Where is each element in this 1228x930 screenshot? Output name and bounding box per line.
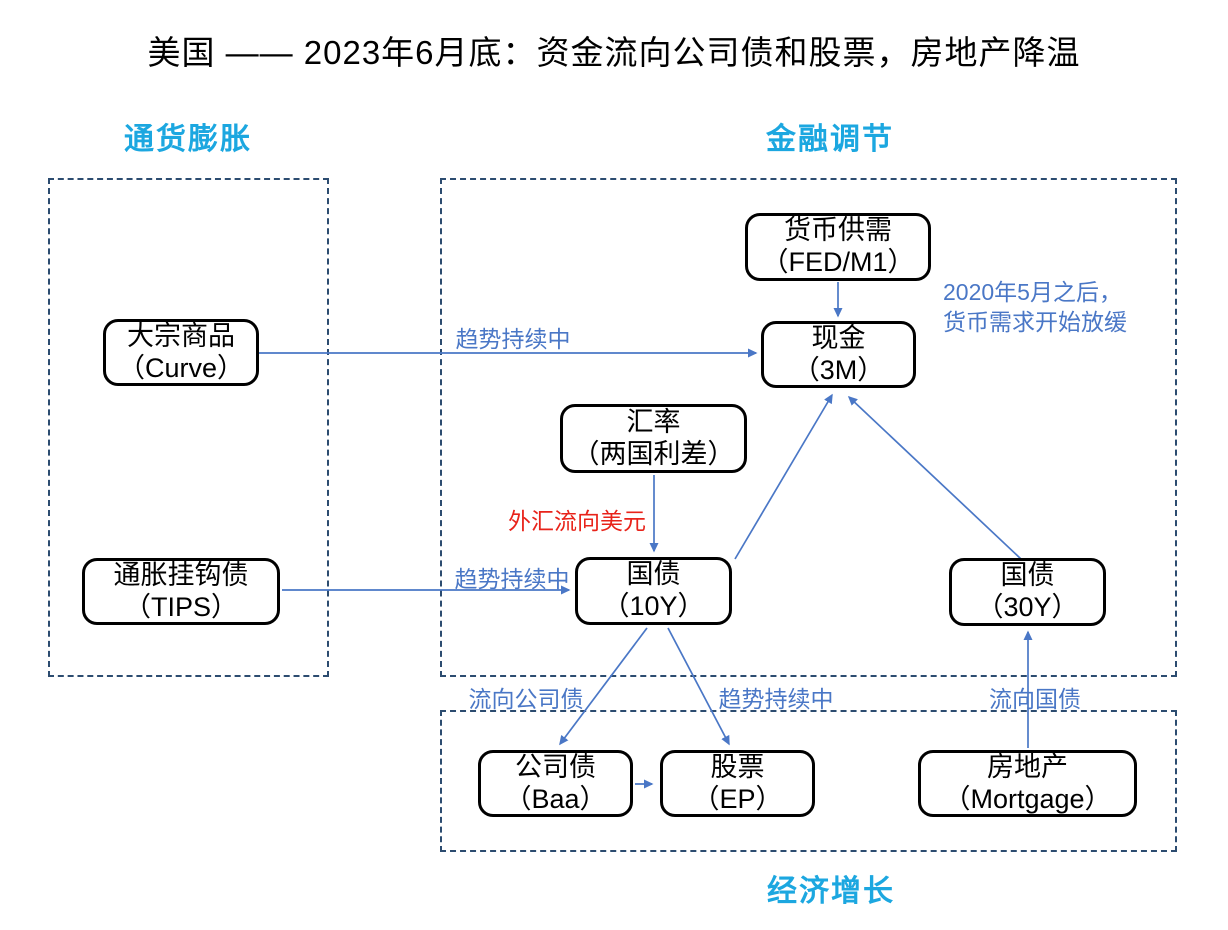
section-label-financial: 金融调节 bbox=[766, 123, 894, 156]
arrow-bond10y-to-corpbond bbox=[559, 627, 648, 746]
node-fx-rate-line2: （两国利差） bbox=[572, 438, 735, 469]
section-box-inflation bbox=[48, 178, 329, 677]
node-stocks-line2: （EP） bbox=[692, 783, 783, 814]
label-to-corp-bond: 流向公司债 bbox=[468, 686, 584, 712]
node-real-estate-line1: 房地产 bbox=[987, 751, 1068, 782]
node-corp-bond-line2: （Baa） bbox=[504, 783, 607, 814]
node-bond-30y: 国债 （30Y） bbox=[949, 558, 1106, 626]
node-tips: 通胀挂钩债 （TIPS） bbox=[82, 558, 280, 625]
node-commodities: 大宗商品 （Curve） bbox=[103, 319, 259, 386]
node-commodities-line1: 大宗商品 bbox=[127, 320, 235, 351]
arrow-bond10y-to-stocks bbox=[667, 627, 730, 746]
node-fx-rate-line1: 汇率 bbox=[626, 406, 681, 437]
label-trend-bottom: 趋势持续中 bbox=[718, 686, 834, 712]
arrow-bond10y-to-cash bbox=[734, 393, 833, 560]
node-fx-rate: 汇率 （两国利差） bbox=[560, 404, 747, 473]
node-real-estate-line2: （Mortgage） bbox=[943, 783, 1112, 814]
section-box-financial bbox=[440, 178, 1177, 677]
section-label-inflation: 通货膨胀 bbox=[124, 123, 252, 156]
node-commodities-line2: （Curve） bbox=[117, 352, 245, 383]
node-stocks: 股票 （EP） bbox=[660, 750, 815, 817]
node-cash: 现金 （3M） bbox=[761, 321, 916, 388]
section-label-growth: 经济增长 bbox=[767, 875, 895, 908]
node-bond-30y-line2: （30Y） bbox=[976, 592, 1079, 622]
node-stocks-line1: 股票 bbox=[710, 751, 765, 782]
node-money-supply-line2: （FED/M1） bbox=[761, 247, 915, 277]
annotation-line1: 2020年5月之后， bbox=[943, 279, 1122, 305]
node-tips-line1: 通胀挂钩债 bbox=[113, 559, 249, 590]
section-box-growth bbox=[440, 710, 1177, 852]
node-bond-10y-line2: （10Y） bbox=[602, 591, 705, 621]
diagram-title: 美国 —— 2023年6月底：资金流向公司债和股票，房地产降温 bbox=[147, 34, 1081, 71]
arrow-bond30y-to-cash bbox=[847, 395, 1022, 560]
node-money-supply: 货币供需 （FED/M1） bbox=[745, 213, 931, 281]
label-trend-left: 趋势持续中 bbox=[454, 566, 570, 592]
annotation-money-demand: 2020年5月之后， 货币需求开始放缓 bbox=[943, 278, 1173, 338]
node-bond-30y-line1: 国债 bbox=[1000, 560, 1055, 591]
label-to-treasury: 流向国债 bbox=[989, 686, 1081, 712]
node-tips-line2: （TIPS） bbox=[123, 591, 238, 622]
node-bond-10y: 国债 （10Y） bbox=[575, 557, 732, 625]
label-fx-to-usd: 外汇流向美元 bbox=[508, 508, 646, 534]
node-bond-10y-line1: 国债 bbox=[626, 559, 681, 590]
node-corp-bond: 公司债 （Baa） bbox=[478, 750, 633, 817]
node-real-estate: 房地产 （Mortgage） bbox=[918, 750, 1137, 817]
node-cash-line2: （3M） bbox=[792, 354, 885, 385]
node-money-supply-line1: 货币供需 bbox=[784, 215, 892, 246]
node-corp-bond-line1: 公司债 bbox=[515, 751, 596, 782]
annotation-line2: 货币需求开始放缓 bbox=[943, 308, 1127, 335]
label-trend-top: 趋势持续中 bbox=[455, 326, 571, 352]
node-cash-line1: 现金 bbox=[811, 322, 866, 353]
